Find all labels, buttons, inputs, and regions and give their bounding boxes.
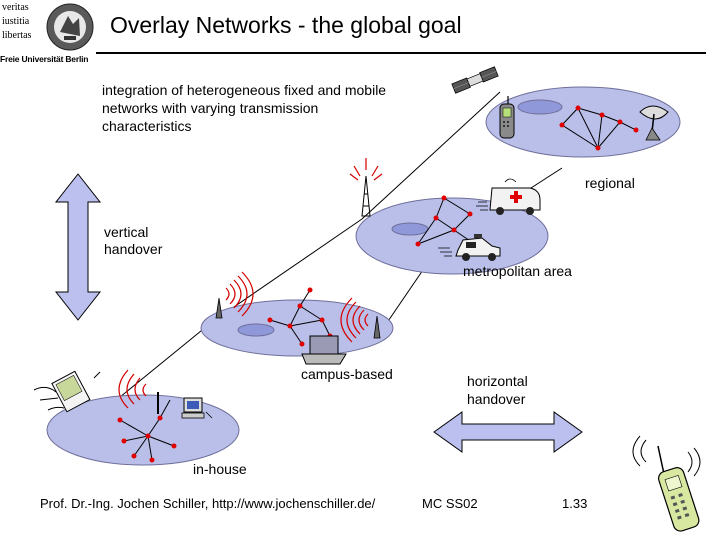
desktop-computer-icon [181, 397, 213, 419]
inhouse-network-graph [119, 399, 175, 461]
satellite-dish-icon [639, 105, 669, 141]
label-vertical-handover-line2: handover [104, 241, 163, 257]
satellite-icon [451, 66, 499, 94]
laptop-icon [301, 335, 347, 365]
horizontal-handover-arrow [433, 411, 583, 453]
footer-course: MC SS02 [422, 496, 478, 511]
university-logo: veritas iustitia libertas Freie Universi… [0, 0, 96, 66]
title-divider [96, 52, 706, 54]
inhouse-access-point-icon [118, 369, 159, 414]
metropolitan-network-graph [417, 197, 477, 246]
label-horizontal-handover-line2: handover [467, 391, 526, 407]
radio-tower-icon [349, 158, 383, 217]
label-vertical-handover-line1: vertical [104, 224, 149, 240]
university-seal-icon [46, 3, 94, 51]
handheld-mobile-icon [632, 435, 701, 532]
vertical-handover-arrow [54, 173, 102, 321]
police-car-icon [438, 234, 501, 261]
campus-network-graph [269, 289, 331, 345]
label-metropolitan-area: metropolitan area [463, 263, 572, 279]
label-regional: regional [585, 175, 635, 191]
mobile-phone-icon [499, 96, 515, 139]
access-point-right-icon [340, 297, 381, 343]
label-in-house: in-house [193, 461, 247, 477]
logo-line-veritas: veritas [2, 2, 29, 13]
pda-hand-icon [33, 370, 101, 413]
intro-text: integration of heterogeneous fixed and m… [102, 82, 387, 134]
campus-cell [200, 299, 394, 357]
regional-network-graph [561, 107, 637, 149]
ambulance-icon [476, 178, 541, 215]
access-point-left-icon [215, 271, 254, 319]
logo-university-name: Freie Universität Berlin [0, 54, 89, 64]
page-title: Overlay Networks - the global goal [110, 12, 462, 38]
logo-line-iustitia: iustitia [2, 16, 30, 27]
label-campus-based: campus-based [301, 366, 393, 382]
label-horizontal-handover-line1: horizontal [467, 373, 528, 389]
footer-author: Prof. Dr.-Ing. Jochen Schiller, http://w… [40, 496, 376, 511]
logo-line-libertas: libertas [2, 30, 32, 41]
regional-cell [485, 86, 681, 158]
footer-page-number: 1.33 [562, 496, 588, 511]
